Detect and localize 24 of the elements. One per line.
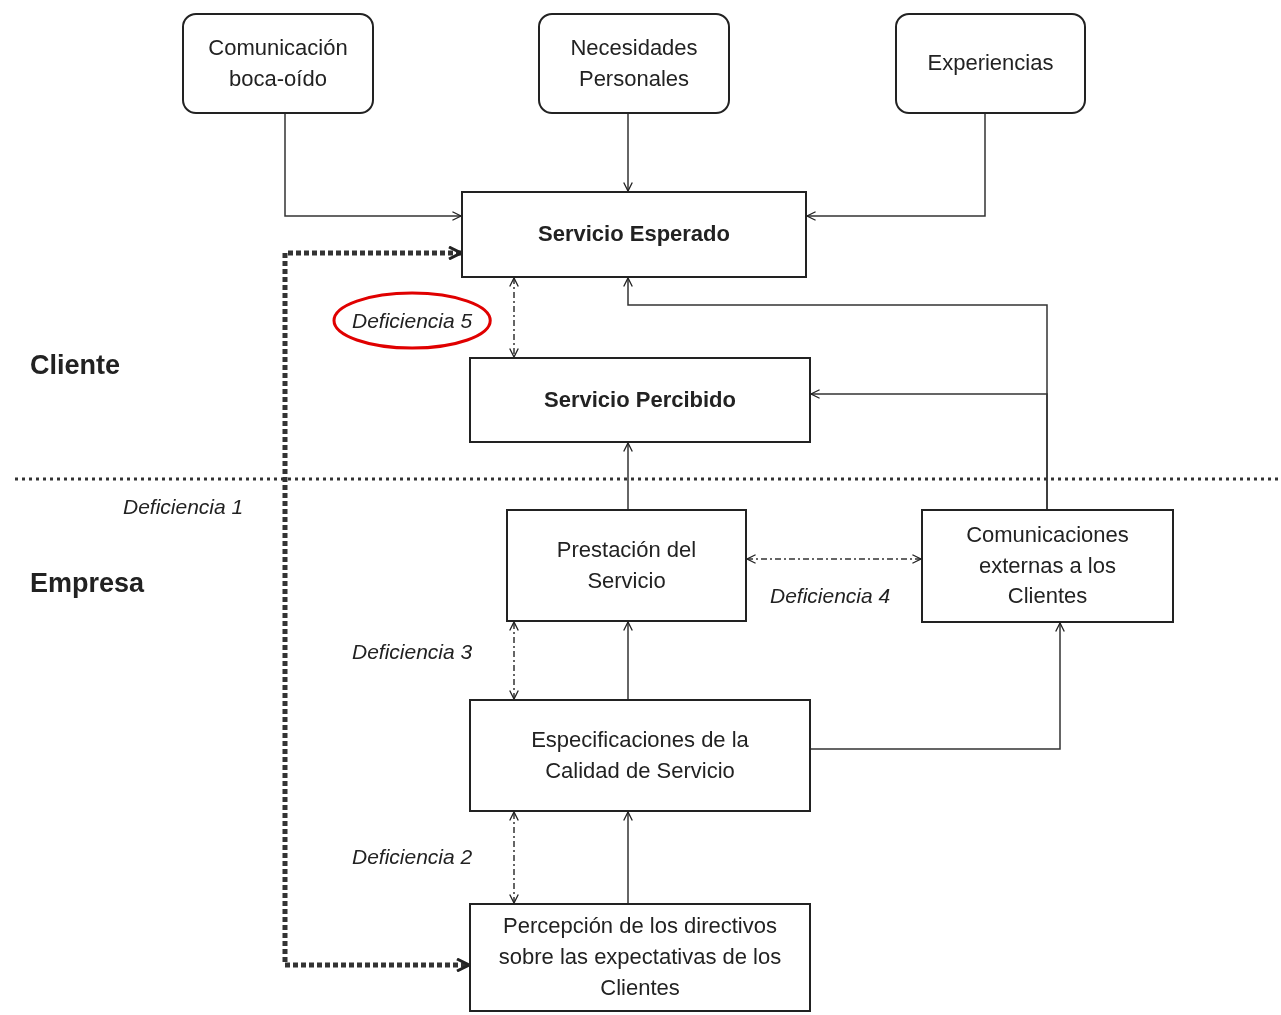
rounded-box: Comunicación boca-oído — [182, 13, 374, 114]
arrow — [623, 113, 633, 192]
process-box: Comunicaciones externas a los Clientes — [921, 509, 1174, 623]
arrow — [806, 113, 986, 221]
arrow — [810, 389, 1048, 510]
region-label: Cliente — [30, 350, 121, 381]
process-box: Servicio Esperado — [461, 191, 807, 278]
process-box: Percepción de los directivos sobre las expectativas de los Clientes — [469, 903, 811, 1012]
arrow — [284, 113, 462, 221]
arrow — [623, 811, 633, 904]
rounded-box: Experiencias — [895, 13, 1086, 114]
arrow — [623, 442, 633, 510]
arrow — [623, 621, 633, 700]
process-box: Servicio Percibido — [469, 357, 811, 443]
process-box: Prestación del Servicio — [506, 509, 747, 622]
dashed-arrow — [509, 621, 519, 700]
dashed-arrow — [282, 245, 471, 973]
dashed-arrow — [746, 554, 922, 564]
arrow — [810, 622, 1065, 750]
rounded-box: Necesidades Personales — [538, 13, 730, 114]
region-label: Empresa — [30, 568, 145, 599]
process-box: Especificaciones de la Calidad de Servicio — [469, 699, 811, 812]
dashed-arrow — [509, 811, 519, 904]
dashed-arrow — [509, 277, 519, 358]
